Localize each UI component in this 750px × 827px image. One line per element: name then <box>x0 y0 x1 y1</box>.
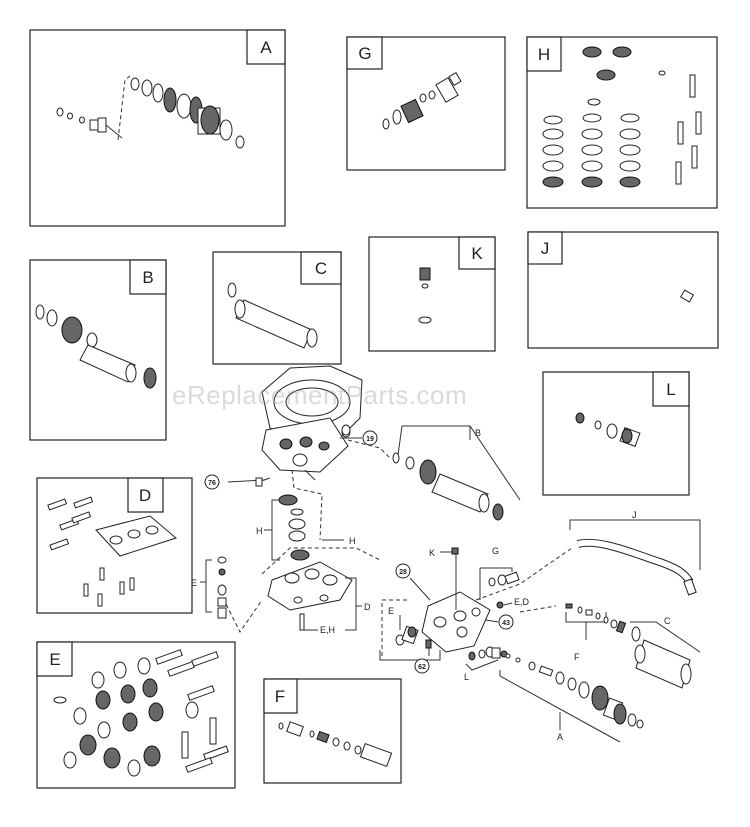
callout-number-62: 62 <box>418 664 426 671</box>
callout-e-lower: E <box>388 606 394 616</box>
callout-g: G <box>492 546 499 556</box>
kit-b-panel: B <box>29 259 167 441</box>
kit-g-panel: G <box>346 36 506 171</box>
kit-a-label-box <box>246 29 286 65</box>
kit-l-panel: L <box>542 371 690 496</box>
kit-e-panel: E <box>36 641 236 789</box>
kit-f-parts <box>278 721 393 768</box>
kit-a-parts <box>56 75 245 149</box>
callout-k: K <box>429 548 435 558</box>
kit-g-letter: G <box>358 44 371 63</box>
callout-l: L <box>464 672 469 682</box>
callout-h-left: H <box>256 526 263 536</box>
valve-assembly <box>379 519 701 743</box>
kit-k-parts <box>418 267 432 324</box>
callout-d: D <box>364 602 371 612</box>
kit-j-letter: J <box>541 239 550 258</box>
callout-number-76: 76 <box>208 480 216 487</box>
kit-l-parts <box>575 412 641 447</box>
callout-a: A <box>557 732 563 742</box>
kit-e-label-box <box>36 641 73 677</box>
kit-h-parts <box>542 46 702 188</box>
kit-h-label-box <box>526 36 562 72</box>
callout-circle-28 <box>395 563 411 579</box>
kit-g-parts <box>382 71 462 130</box>
main-h-parts <box>264 494 344 561</box>
kit-c-panel: C <box>212 251 342 365</box>
valve-body <box>421 591 491 653</box>
pump-assembly <box>200 365 521 633</box>
kit-f-label-box <box>263 678 298 714</box>
callout-b: B <box>475 428 481 438</box>
callout-circle-62 <box>414 658 430 674</box>
kit-b-parts <box>35 304 157 389</box>
callout-e-h: E,H <box>320 625 335 635</box>
kit-f-panel: F <box>263 678 402 784</box>
kit-b-label-box <box>129 259 167 295</box>
kit-c-parts <box>227 282 318 349</box>
callout-j: J <box>632 510 637 520</box>
kit-d-panel: D <box>36 477 193 614</box>
main-b-parts <box>392 425 521 521</box>
kit-c-label-box <box>300 251 342 285</box>
kit-a-letter: A <box>260 38 272 57</box>
kit-k-label-box <box>458 236 496 270</box>
kit-f-letter: F <box>275 687 285 706</box>
callout-c: C <box>664 616 671 626</box>
callout-number-43: 43 <box>502 620 510 627</box>
kit-e-parts <box>53 649 229 777</box>
kit-d-letter: D <box>139 486 151 505</box>
kit-j-panel: J <box>527 231 719 349</box>
callout-e-left: E <box>191 578 197 588</box>
kit-c-letter: C <box>315 259 327 278</box>
callout-e-d: E,D <box>514 597 530 607</box>
kit-k-letter: K <box>471 244 483 263</box>
kit-h-panel: H <box>526 36 718 209</box>
main-e-parts <box>200 556 227 619</box>
callout-number-28: 28 <box>399 569 407 576</box>
kit-d-label-box <box>127 477 164 513</box>
kit-k-panel: K <box>368 236 496 352</box>
kit-l-label-box <box>652 371 690 407</box>
kit-l-letter: L <box>666 380 675 399</box>
kit-a-panel: A <box>29 29 286 227</box>
kit-g-label-box <box>346 36 383 70</box>
callout-number-19: 19 <box>366 436 374 443</box>
kit-e-letter: E <box>49 650 60 669</box>
callout-circle-43 <box>498 614 514 630</box>
callout-h-right: H <box>349 536 356 546</box>
callout-circle-76 <box>204 474 220 490</box>
callout-circle-19 <box>362 430 378 446</box>
callout-f: F <box>574 652 580 662</box>
kit-j-parts <box>564 285 695 303</box>
kit-b-letter: B <box>142 268 153 287</box>
kit-d-parts <box>47 496 178 607</box>
kit-h-letter: H <box>538 45 550 64</box>
kit-j-label-box <box>527 231 563 265</box>
callouts: B H H E D E,H K G E,D J C F E L A 19 76 … <box>191 428 671 742</box>
